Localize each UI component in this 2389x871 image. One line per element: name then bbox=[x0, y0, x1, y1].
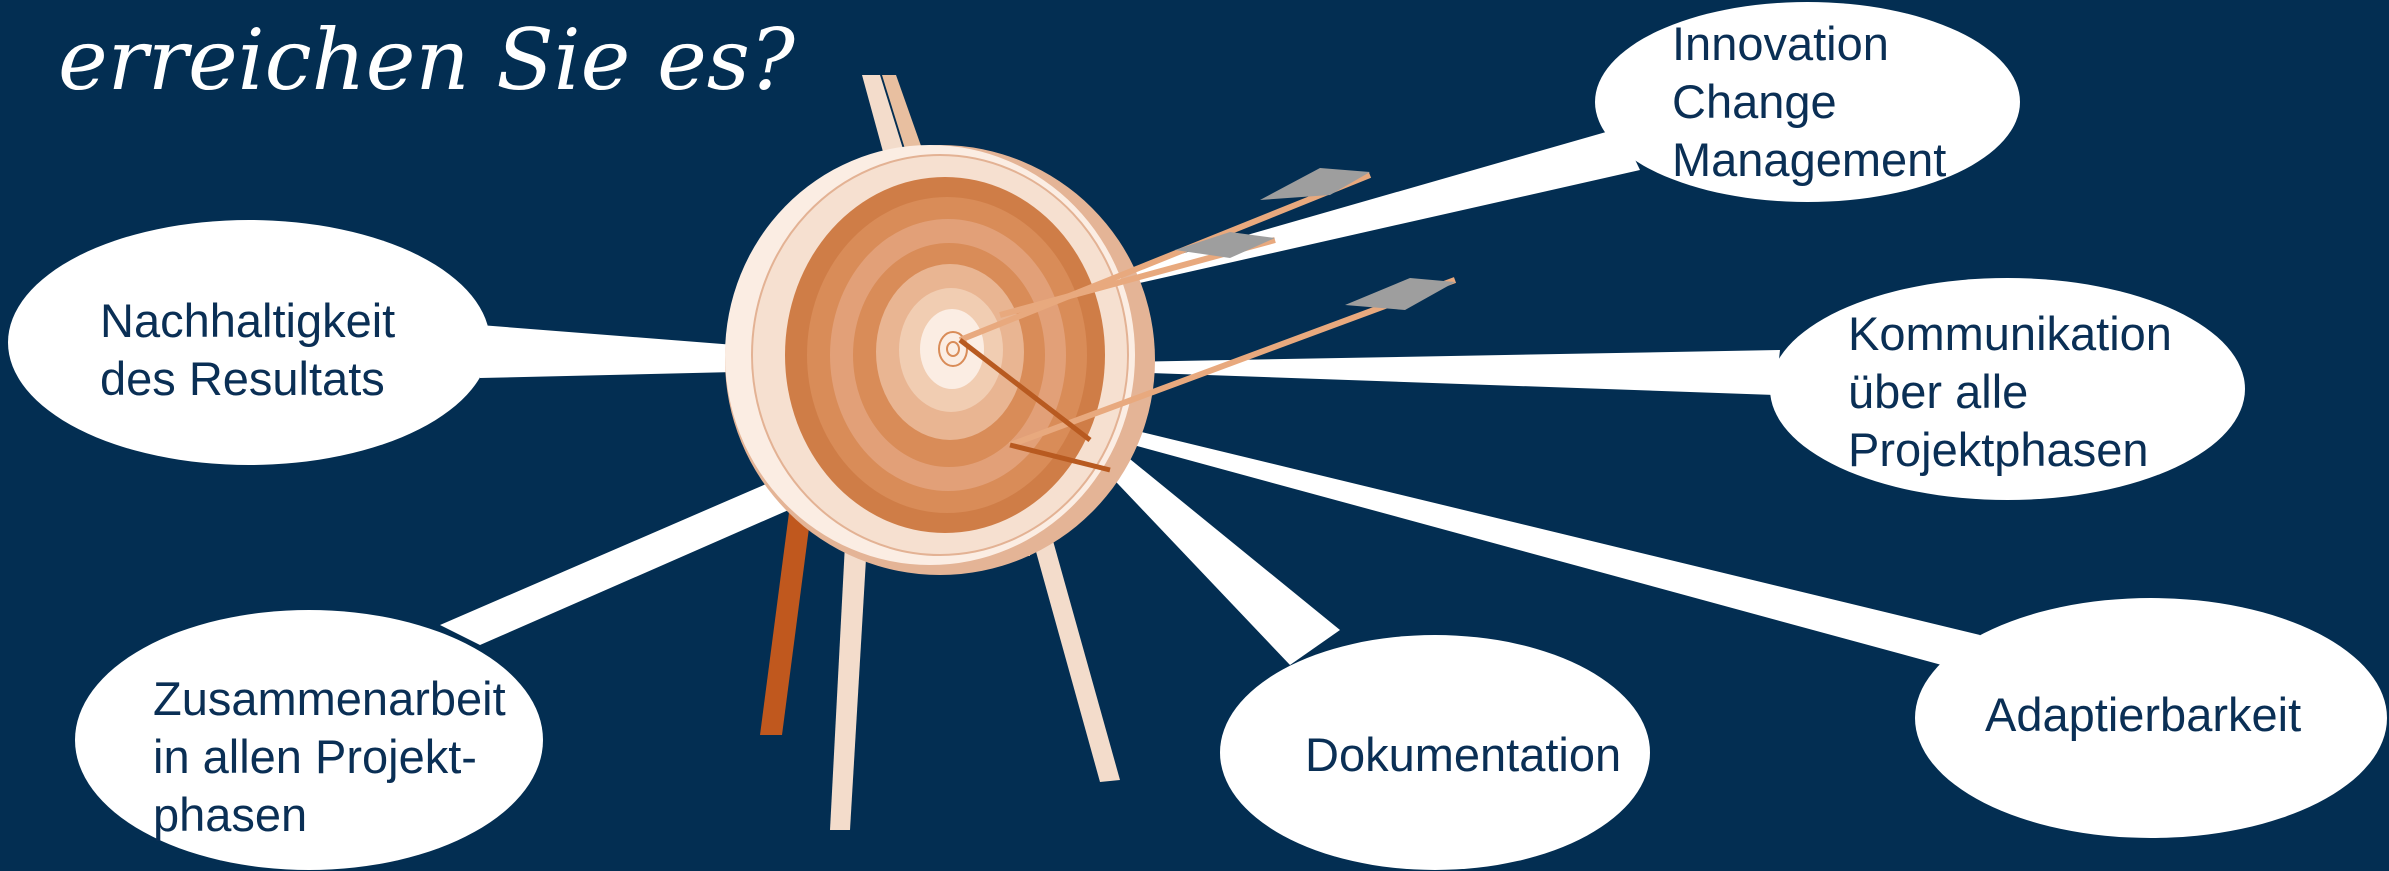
connector-kommunikation bbox=[1120, 350, 1780, 395]
bubble-nachhaltigkeit bbox=[8, 220, 490, 465]
slide-title: erreichen Sie es? bbox=[58, 11, 795, 109]
bubble-zusammenarbeit-label: Zusammenarbeit in allen Projekt- phasen bbox=[153, 672, 506, 841]
bubble-innovation bbox=[1595, 2, 2020, 202]
connector-adaptierbarkeit bbox=[1115, 428, 1980, 670]
connector-dokumentation bbox=[1100, 455, 1340, 665]
connector-nachhaltigkeit bbox=[480, 325, 735, 378]
archery-target-icon bbox=[725, 145, 1155, 575]
bubble-nachhaltigkeit-label: Nachhaltigkeit des Resultats bbox=[100, 294, 396, 405]
connector-zusammenarbeit bbox=[440, 478, 800, 645]
bubble-innovation-label: Innovation Change Management bbox=[1672, 17, 1947, 186]
bubble-adaptierbarkeit-label: Adaptierbarkeit bbox=[1985, 688, 2302, 741]
bubble-adaptierbarkeit bbox=[1915, 598, 2387, 838]
bubble-dokumentation-label: Dokumentation bbox=[1305, 728, 1622, 781]
arrows bbox=[958, 168, 1457, 473]
bubble-zusammenarbeit bbox=[75, 610, 543, 870]
bubble-kommunikation bbox=[1770, 278, 2245, 500]
bubble-dokumentation bbox=[1220, 635, 1650, 870]
bubble-kommunikation-label: Kommunikation über alle Projektphasen bbox=[1848, 307, 2172, 476]
